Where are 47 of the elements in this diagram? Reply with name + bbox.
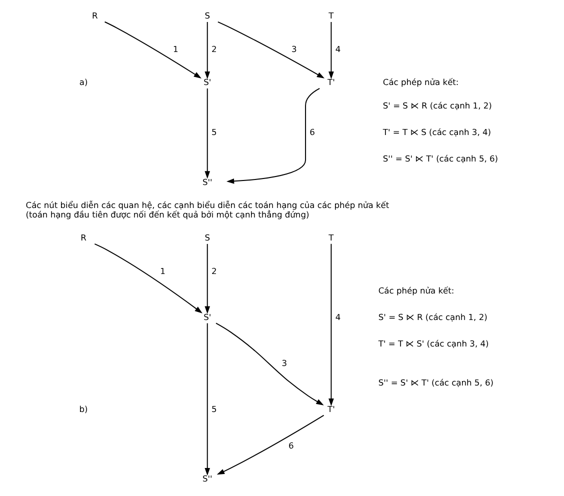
edge-label: 3 [281,358,287,368]
node-text: S' [203,77,211,88]
arrow [204,243,210,314]
label: S' = S ⋉ R (các cạnh 1, 2) [378,312,487,322]
arrow [94,243,202,314]
edge-label: 2 [211,266,216,276]
node-text: T [328,10,334,21]
label: T' = T ⋉ S (các cạnh 3, 4) [382,126,491,137]
arrow [104,21,201,78]
edge-label: 5 [211,404,216,414]
label: Các phép nửa kết: [382,77,458,88]
label: S'' = S' ⋉ T' (các cạnh 5, 6) [378,378,494,388]
label: S' = S ⋉ R (các cạnh 1, 2) [382,100,492,111]
node-text: R [80,232,86,243]
edge-label: 4 [334,44,340,54]
label: Các phép nửa kết: [378,286,454,296]
node-text: S [204,232,210,243]
node-text: S [204,10,210,21]
label: b) [78,404,88,414]
arrow [204,22,210,80]
node-text: R [91,10,98,21]
edge-label: 5 [211,126,216,137]
node-text: T' [327,404,334,414]
label: Các nút biểu diễn các quan hệ, các cạnh biểu diễn các toán hạng của các phép nửa kết (toán hạng đầu tiên được nối đến kết quả bởi một cạnh thẳng đứng) [25,200,389,220]
edge-label: 3 [291,44,296,54]
arrow [204,322,210,476]
edge-label: 4 [334,312,340,322]
arrow [328,22,334,80]
arrow [215,322,324,406]
label: a) [78,77,88,88]
label: T' = T ⋉ S' (các cạnh 3, 4) [378,338,488,348]
arrow [216,21,324,78]
node-text: S'' [202,474,212,484]
arrow [328,243,334,406]
arrow [226,88,320,184]
node-text: T [328,232,334,243]
node-text: S' [203,312,211,322]
edge-label: 6 [288,440,294,450]
edge-label: 1 [160,266,165,276]
edge-label: 6 [309,126,314,137]
arrow [216,414,324,475]
node-text: S'' [202,176,212,187]
edge-label: 1 [172,44,178,54]
node-text: T' [327,77,334,88]
edge-label: 2 [211,44,216,54]
label: S'' = S' ⋉ T' (các cạnh 5, 6) [382,153,498,164]
arrow [204,88,210,179]
